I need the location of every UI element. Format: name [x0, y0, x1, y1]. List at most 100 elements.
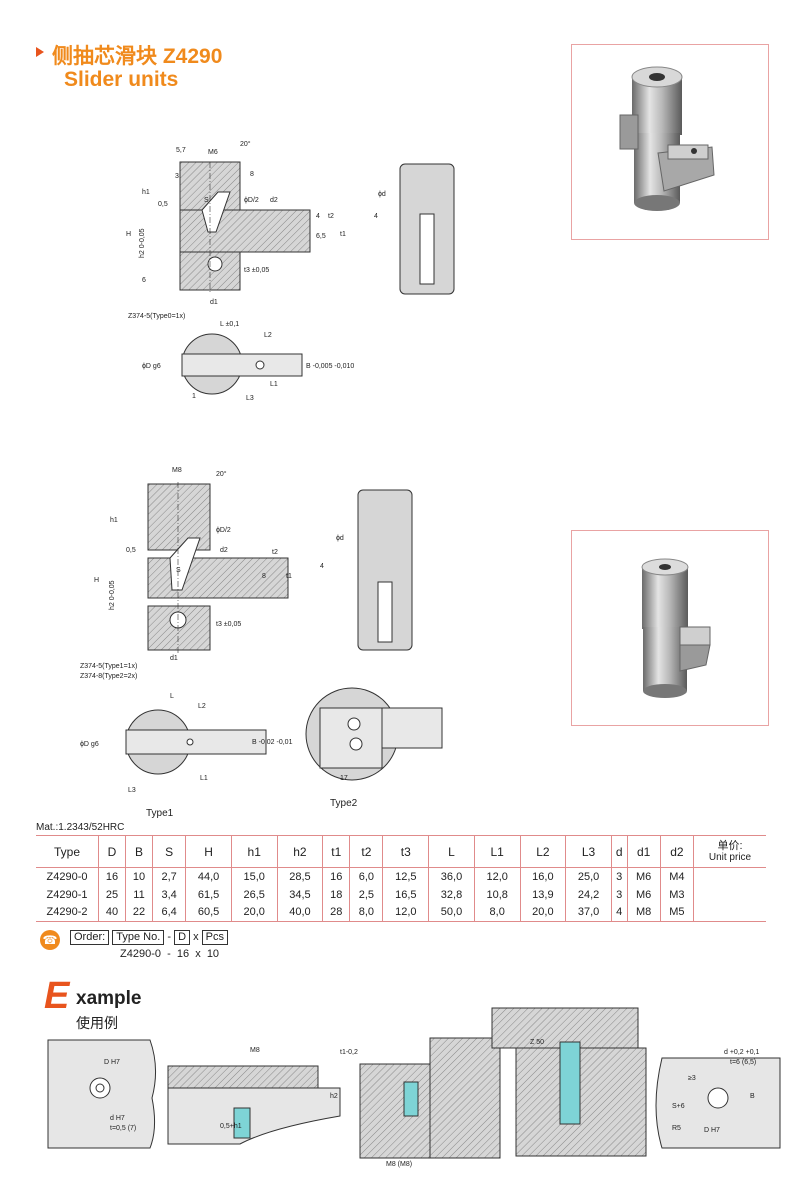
table-cell: 2,7	[151, 867, 186, 886]
ex-dh7: D H7	[104, 1059, 120, 1066]
table-cell: M3	[659, 885, 694, 904]
drawing-type1-side: ϕd 4	[320, 489, 413, 651]
dim-phid2: ϕD/2	[244, 197, 259, 204]
table-cell: 10,8	[473, 885, 521, 904]
col-t3: t3	[382, 835, 429, 868]
product-photo-type0	[571, 44, 769, 240]
dim-d2: d2	[270, 197, 278, 204]
table-cell: 28,5	[276, 867, 323, 886]
dim-4: 4	[316, 213, 320, 220]
table-cell: 25,0	[565, 867, 612, 886]
label-type2: Type2	[330, 798, 358, 809]
col-s: S	[151, 835, 186, 868]
page-title-cn: 侧抽芯滑块 Z4290	[52, 45, 223, 68]
product-photo-type1	[571, 530, 769, 726]
dim-z374-a: Z374-5(Type1=1x)	[80, 663, 137, 670]
dim-l1-2: L1	[200, 775, 208, 782]
ex-dh7c: D H7	[704, 1127, 720, 1134]
dim-l3: L3	[246, 395, 254, 402]
dim-l2: L2	[264, 332, 272, 339]
ex-b: B	[750, 1093, 755, 1100]
table-cell: 16	[98, 867, 126, 886]
dim-h2-tol-2: h2 0-0,05	[109, 580, 116, 610]
dim-17: 17	[340, 775, 348, 782]
col-type: Type	[36, 835, 99, 868]
table-cell: 11	[125, 885, 153, 904]
table-cell: 16	[322, 867, 350, 886]
spec-table: Type D B S H h1 h2 t1 t2 t3 L L1 L2 L3 d…	[36, 835, 766, 922]
slider-unit-type1-image	[641, 558, 711, 698]
order-d: D	[174, 930, 191, 945]
col-h: H	[185, 835, 232, 868]
table-cell: M5	[659, 903, 694, 922]
dim-m8-2: M8	[172, 467, 182, 474]
table-cell: 16,0	[519, 867, 566, 886]
ex-r5: R5	[672, 1125, 681, 1132]
order-row: Order: Type No. - D x Pcs Z4290-0 - 16 x…	[70, 930, 228, 960]
dim-0-5-2: 0,5	[126, 547, 136, 554]
dim-6-5: 6,5	[316, 233, 326, 240]
col-d1: d1	[626, 835, 661, 868]
dim-b-tol-2: B -0,02 -0,01	[252, 739, 293, 746]
dim-l3-2: L3	[128, 787, 136, 794]
ex-z50: Z 50	[530, 1039, 544, 1046]
order-example: Z4290-0 - 16 x 10	[120, 948, 220, 960]
table-cell: 44,0	[185, 867, 232, 886]
drawing-type0: 5,7 M6 20° 3 8 S ϕD/2 d2 h1 0,5 H h2 0-0…	[126, 140, 354, 402]
table-cell: 61,5	[185, 885, 232, 904]
dim-z374-b: Z374-8(Type2=2x)	[80, 673, 137, 680]
dim-h: H	[126, 231, 131, 238]
table-cell: 20,0	[519, 903, 566, 922]
table-cell: 32,8	[428, 885, 475, 904]
order-label: Order:	[70, 930, 110, 945]
dim-h-2: H	[94, 577, 99, 584]
unit-price-cell	[693, 867, 766, 886]
dim-phid-side-2: ϕd	[336, 535, 344, 542]
title-arrow-icon	[36, 47, 44, 57]
table-cell: 22	[125, 903, 153, 922]
table-cell: 40,0	[276, 903, 323, 922]
drawing-type2: 17	[305, 687, 443, 782]
dim-l2-2: L2	[198, 703, 206, 710]
dim-8-2: 8	[262, 573, 266, 580]
dim-z374: Z374-5(Type0=1x)	[128, 313, 185, 320]
table-cell: 10	[125, 867, 153, 886]
dim-m6: M6	[208, 149, 218, 156]
dim-l: L ±0,1	[220, 321, 239, 328]
drawing-type1: M8 20° ϕD/2 d2 h1 0,5 H h2 0-0,05 t2 8 t…	[80, 467, 293, 794]
col-b: B	[125, 835, 153, 868]
order-x: x	[193, 931, 199, 943]
col-t1: t1	[322, 835, 350, 868]
ex-t6: t=6 (6,5)	[730, 1059, 756, 1066]
table-cell: 15,0	[230, 867, 278, 886]
table-cell: M8	[626, 903, 661, 922]
ex-h05: 0,5+h1	[220, 1123, 242, 1130]
dim-b-tol: B -0,005 -0,010	[306, 363, 354, 370]
col-l: L	[428, 835, 475, 868]
ex-m8b: M8 (M8)	[386, 1161, 412, 1168]
dim-8: 8	[250, 171, 254, 178]
dim-t1-2: t1	[286, 573, 292, 580]
col-small-d: d	[610, 835, 628, 868]
col-l3: L3	[565, 835, 612, 868]
col-l2: L2	[519, 835, 566, 868]
unit-price-en: Unit price	[708, 851, 752, 863]
dim-0-5: 0,5	[158, 201, 168, 208]
dim-d1-2: d1	[170, 655, 178, 662]
ex-dh7b: d H7	[110, 1115, 125, 1122]
dim-d2-2: d2	[220, 547, 228, 554]
unit-price-cn: 单价:	[717, 839, 743, 852]
label-type1: Type1	[146, 808, 174, 819]
col-unit-price: 单价: Unit price	[693, 835, 766, 868]
dim-h1-2: h1	[110, 517, 118, 524]
col-t2: t2	[349, 835, 383, 868]
table-cell: 4	[610, 903, 628, 922]
table-header-row: Type D B S H h1 h2 t1 t2 t3 L L1 L2 L3 d…	[36, 835, 766, 868]
dim-h2-tol: h2 0-0,05	[139, 228, 146, 258]
col-d2: d2	[659, 835, 694, 868]
page-title-en: Slider units	[64, 68, 179, 91]
table-cell: 13,9	[519, 885, 566, 904]
dim-phid-g6: ϕD g6	[142, 363, 161, 370]
